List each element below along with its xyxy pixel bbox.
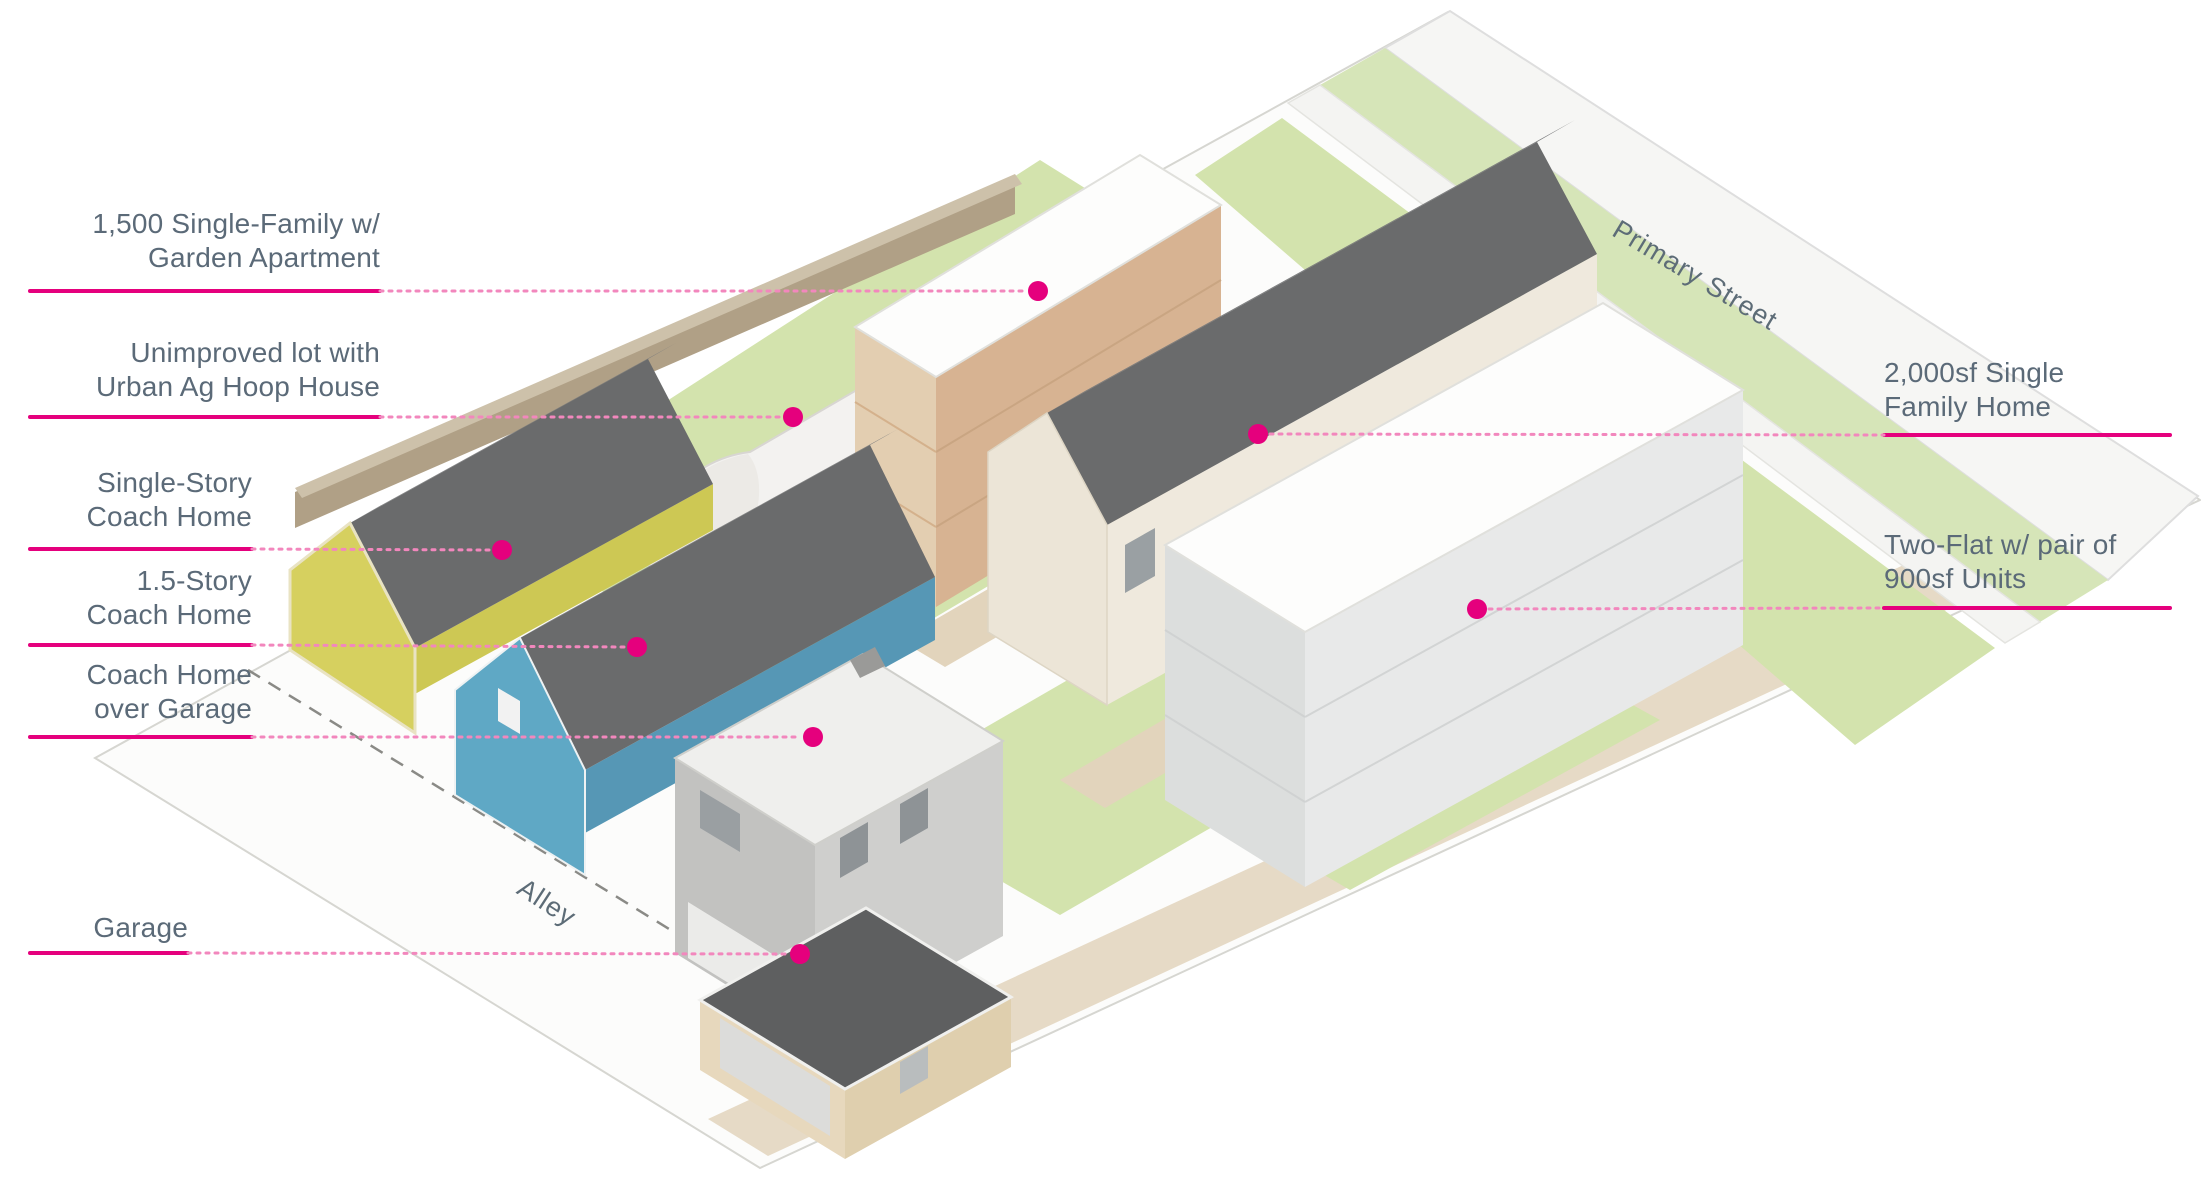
coach15-roof-far-slope bbox=[520, 429, 898, 638]
callout-line: Two-Flat w/ pair of bbox=[1884, 529, 2117, 560]
callout-hoop-house: Unimproved lot with Urban Ag Hoop House bbox=[30, 336, 380, 404]
garage-door-panel bbox=[720, 1018, 830, 1136]
twoflat-floor-line-3 bbox=[1164, 629, 1306, 718]
coach15-se-wall bbox=[585, 577, 935, 833]
garage-window bbox=[900, 1046, 928, 1094]
leader-dot-coach-1-5 bbox=[627, 637, 647, 657]
cog-roof-stair-bulkhead bbox=[850, 647, 885, 678]
callout-line: Unimproved lot with bbox=[130, 337, 380, 368]
callout-line: 900sf Units bbox=[1884, 563, 2027, 594]
leader-dot-coach-over-garage bbox=[803, 727, 823, 747]
sf2000-sw-gable-end bbox=[987, 411, 1108, 707]
alley-property-dashed-line bbox=[247, 668, 909, 1078]
twoflat-floor-line-4 bbox=[1164, 714, 1306, 803]
callout-line: 2,000sf Single bbox=[1884, 357, 2065, 388]
leader-dot-single-story-coach bbox=[492, 540, 512, 560]
callout-line: 1,500 Single-Family w/ bbox=[92, 208, 380, 239]
callout-line: over Garage bbox=[94, 693, 252, 724]
building-garage bbox=[697, 906, 1014, 1159]
leader-dotted-two-flat bbox=[1487, 606, 1886, 611]
twoflat-floor-line-2 bbox=[1304, 559, 1744, 803]
twoflat-white-roof bbox=[1163, 301, 1745, 634]
leader-dotted-coach-1-5 bbox=[250, 643, 627, 649]
leader-dotted-single-story-coach bbox=[250, 547, 492, 552]
callout-coach-1-5-story: 1.5-Story Coach Home bbox=[30, 564, 252, 632]
callout-line: Garden Apartment bbox=[148, 242, 380, 273]
twoflat-sw-end-wall bbox=[1165, 545, 1305, 887]
callout-line: Coach Home bbox=[86, 501, 252, 532]
callout-line: Single-Story bbox=[97, 467, 252, 498]
twoflat-floor-line-1 bbox=[1304, 474, 1744, 718]
twoflat-se-long-wall bbox=[1305, 390, 1743, 887]
leader-dotted-single-family-2000 bbox=[1268, 432, 1886, 437]
leader-dot-garage bbox=[790, 944, 810, 964]
cog-window-3 bbox=[700, 790, 740, 852]
sf1500-floor-line-1 bbox=[935, 279, 1222, 453]
garage-hip-roof bbox=[697, 906, 1014, 1091]
callout-line: Coach Home bbox=[86, 599, 252, 630]
coach1-roof-near-slope bbox=[350, 359, 713, 648]
callout-line: Garage bbox=[93, 912, 188, 943]
callout-single-family-2000: 2,000sf Single Family Home bbox=[1884, 356, 2184, 424]
building-single-story-coach bbox=[288, 343, 713, 736]
callout-single-family-1500: 1,500 Single-Family w/ Garden Apartment bbox=[30, 207, 380, 275]
leader-dot-single-family-2000 bbox=[1248, 424, 1268, 444]
callout-single-story-coach: Single-Story Coach Home bbox=[30, 466, 252, 534]
leader-dotted-garage bbox=[186, 951, 790, 956]
rear-fence-top bbox=[295, 174, 1022, 498]
callout-garage: Garage bbox=[30, 911, 188, 945]
callout-two-flat: Two-Flat w/ pair of 900sf Units bbox=[1884, 528, 2184, 596]
callout-line: 1.5-Story bbox=[136, 565, 252, 596]
coach1-se-wall bbox=[415, 484, 713, 694]
sf2000-roof-near-slope bbox=[1047, 142, 1597, 525]
callout-coach-over-garage: Coach Home over Garage bbox=[30, 658, 252, 726]
callout-line: Urban Ag Hoop House bbox=[96, 371, 380, 402]
building-two-flat bbox=[1163, 301, 1745, 887]
leader-dot-two-flat bbox=[1467, 599, 1487, 619]
sf1500-white-roof bbox=[853, 153, 1223, 379]
building-coach-1-5-story bbox=[454, 429, 935, 877]
coach1-sw-gable-end bbox=[288, 520, 417, 736]
coach15-gable-window bbox=[498, 688, 520, 734]
sf2000-roof-far-slope bbox=[1047, 120, 1575, 413]
leader-dot-single-family-1500 bbox=[1028, 281, 1048, 301]
coach1-roof-far-slope bbox=[350, 343, 676, 523]
leader-dot-hoop-house bbox=[783, 407, 803, 427]
callout-line: Family Home bbox=[1884, 391, 2052, 422]
coach15-sw-gable-end bbox=[454, 636, 586, 877]
cog-white-roof bbox=[673, 652, 1005, 847]
sf2000-window bbox=[1125, 528, 1155, 593]
callout-line: Coach Home bbox=[86, 659, 252, 690]
cog-window-1 bbox=[840, 822, 868, 878]
cog-window-2 bbox=[900, 788, 928, 844]
sf1500-floor-line-3 bbox=[854, 401, 937, 453]
coach15-roof-near-slope bbox=[520, 445, 935, 770]
leader-lines bbox=[28, 281, 2172, 964]
